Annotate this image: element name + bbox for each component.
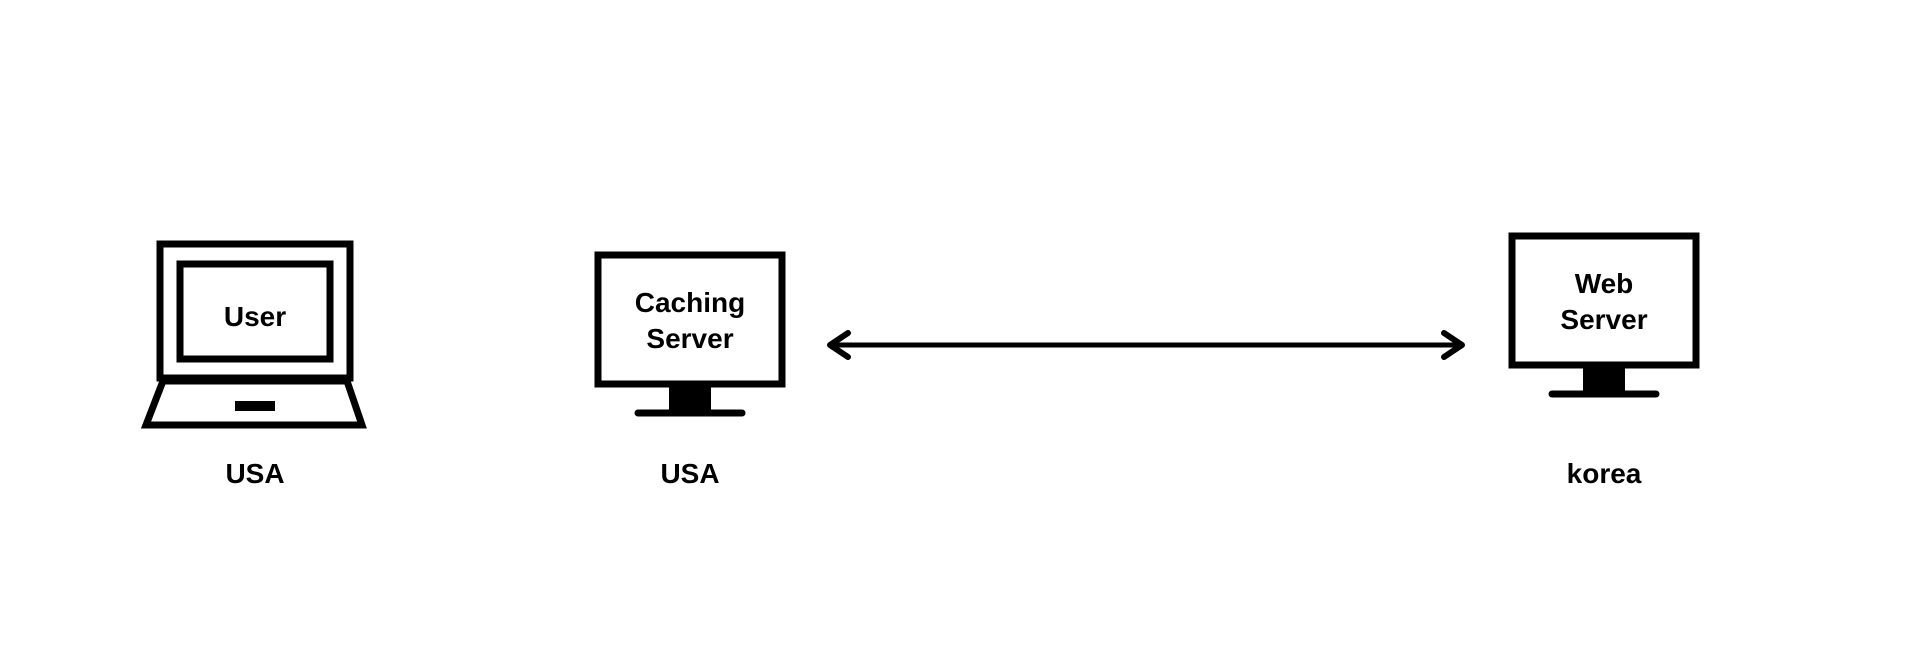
- caching-server-label-line-2: Server: [646, 323, 733, 354]
- web-server-location: korea: [1567, 458, 1642, 489]
- web-server-label-line-2: Server: [1560, 304, 1647, 335]
- caching-server-node: Caching Server USA: [594, 251, 786, 489]
- user-location: USA: [225, 458, 284, 489]
- arrowhead-right-icon: [1441, 330, 1465, 360]
- caching-server-location: USA: [660, 458, 719, 489]
- user-node: User USA: [140, 240, 367, 489]
- bidirectional-arrow: [827, 330, 1465, 360]
- web-server-node: Web Server korea: [1508, 232, 1700, 489]
- arrowhead-left-icon: [827, 330, 851, 360]
- laptop-icon: [140, 240, 367, 429]
- monitor-icon: [594, 251, 786, 417]
- user-label: User: [224, 301, 286, 332]
- web-server-label-line-1: Web: [1575, 268, 1634, 299]
- monitor-icon: [1508, 232, 1700, 398]
- caching-server-label-line-1: Caching: [635, 287, 745, 318]
